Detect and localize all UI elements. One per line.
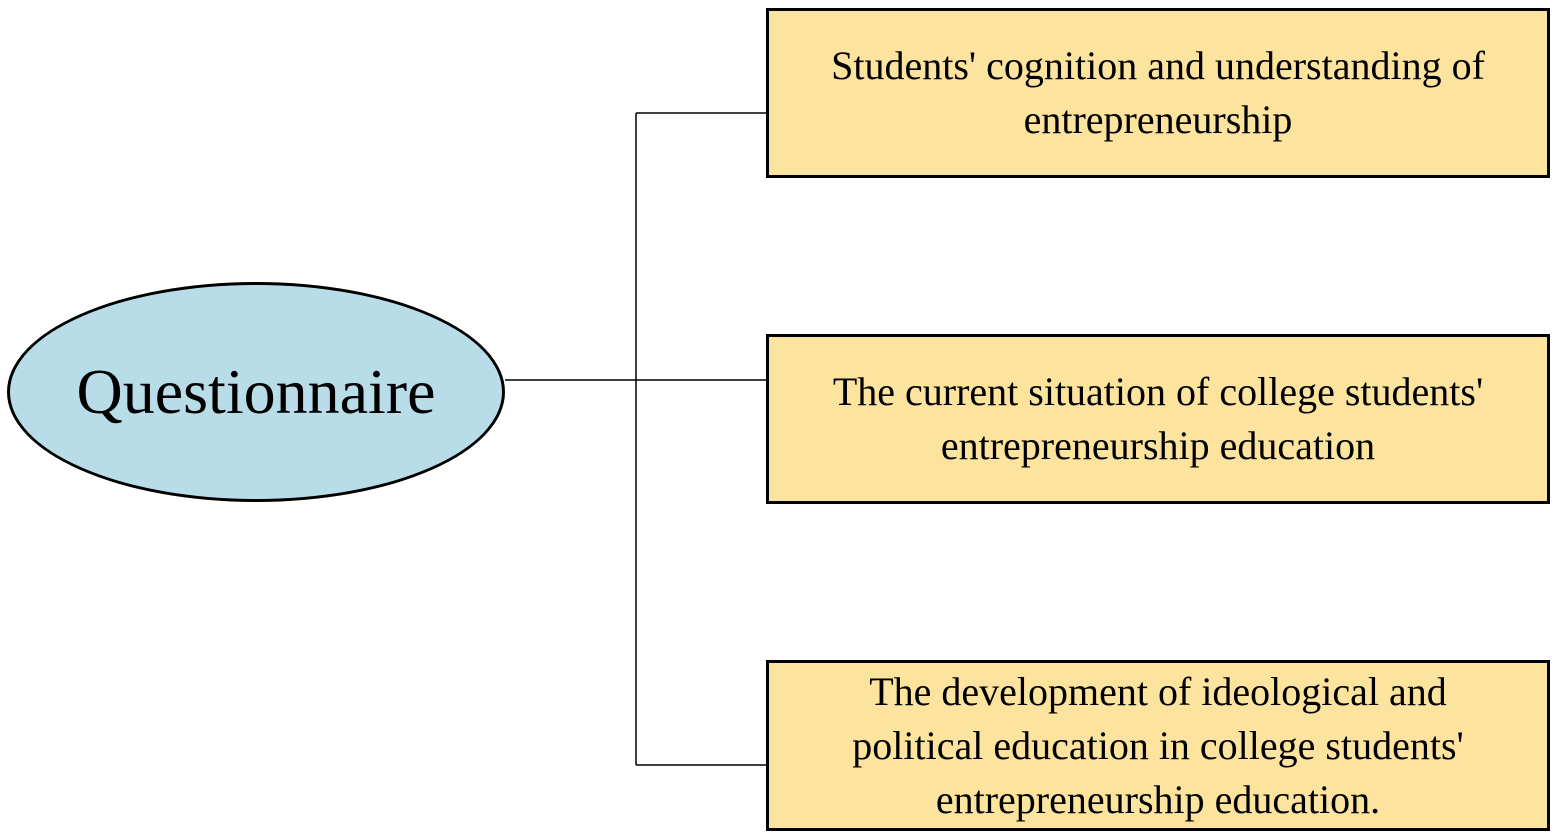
branch-node-ideological-political: The development of ideological and polit… <box>766 660 1550 831</box>
branch-node-current-situation: The current situation of college student… <box>766 334 1550 504</box>
root-node-questionnaire: Questionnaire <box>7 282 505 502</box>
root-node-label: Questionnaire <box>76 356 436 427</box>
branch-node-label: The current situation of college student… <box>832 369 1484 468</box>
branch-node-label: The development of ideological and polit… <box>852 668 1464 822</box>
branch-node-cognition: Students' cognition and understanding of… <box>766 8 1550 178</box>
branch-node-label: Students' cognition and understanding of… <box>831 43 1485 142</box>
